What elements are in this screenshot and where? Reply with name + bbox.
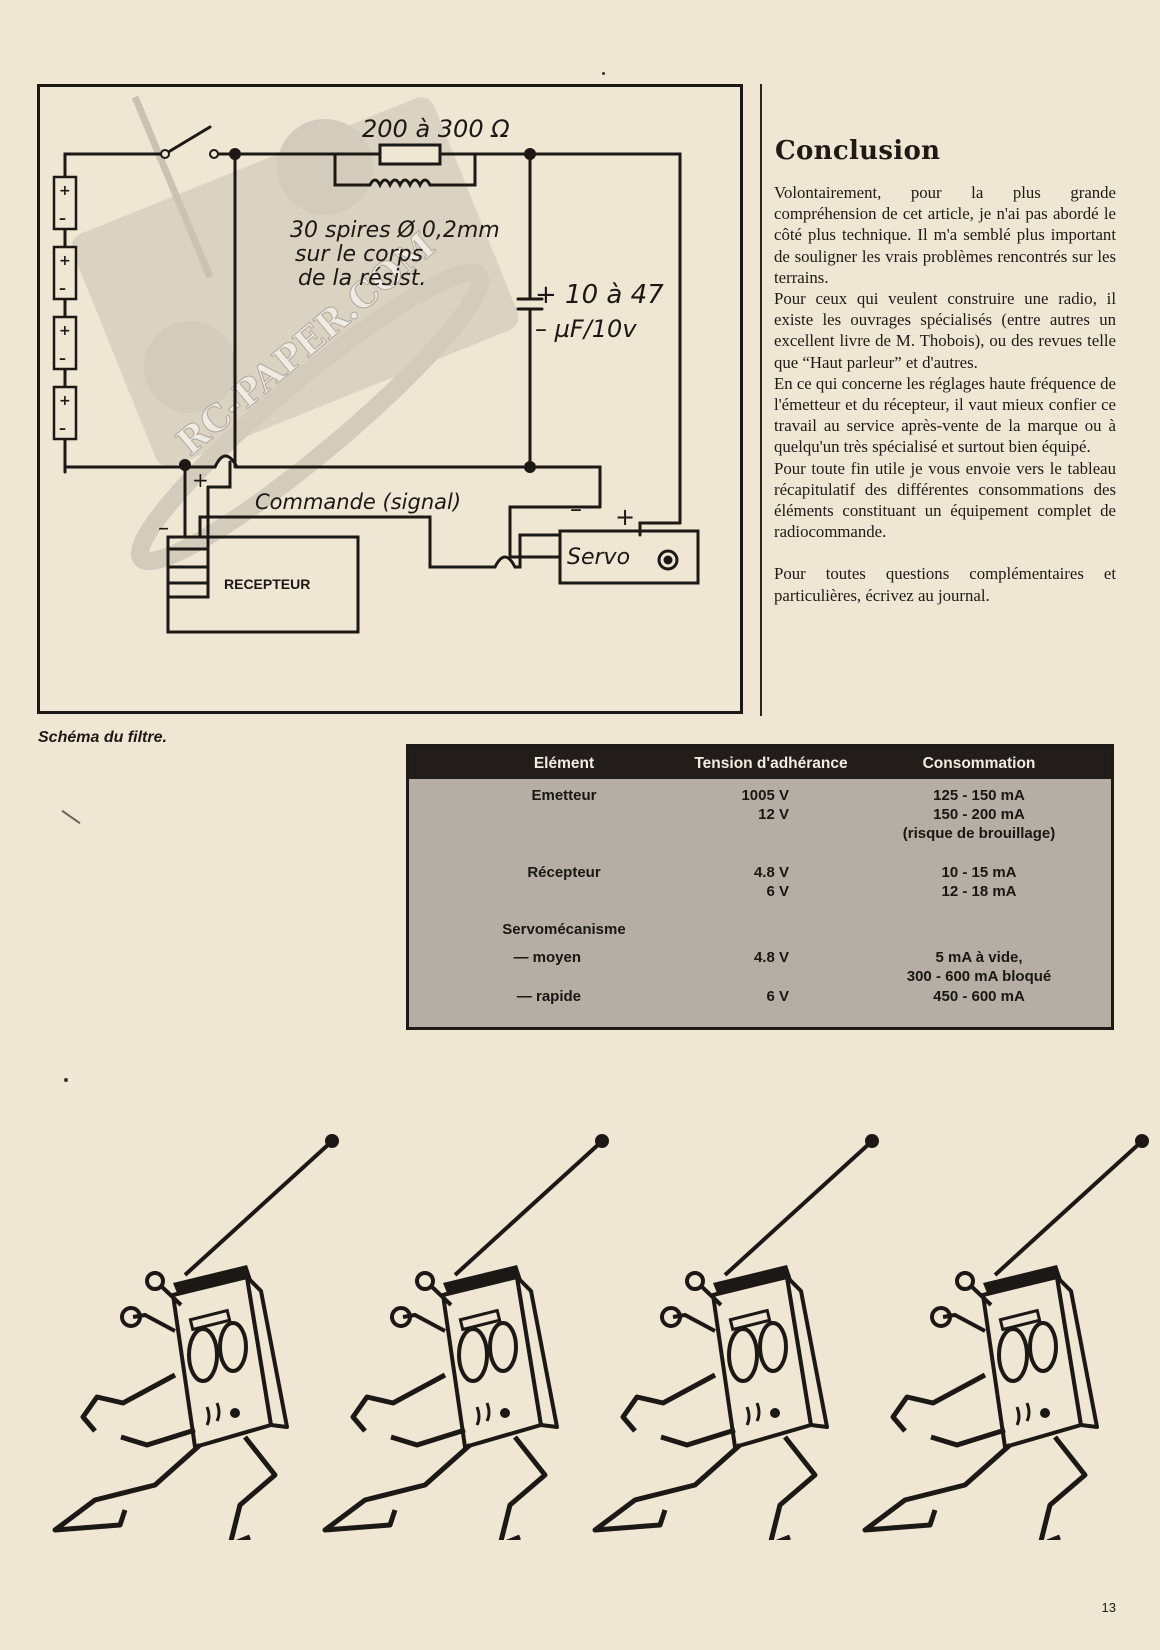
row-recepteur-conso-2: 12 - 18 mA (941, 883, 1017, 900)
conclusion-body: Volontairement, pour la plus grande comp… (774, 182, 1116, 606)
paragraph-4: Pour toute fin utile je vous envoie vers… (774, 458, 1116, 542)
battery-minus-4: – (59, 421, 66, 437)
print-scratch (61, 809, 81, 825)
coil-note-line-1: 30 spires Ø 0,2mm (290, 218, 500, 243)
receiver-plus-mark: + (192, 468, 209, 492)
row-moyen-tension: 4.8 V (753, 949, 789, 966)
conclusion-heading: Conclusion (775, 136, 941, 166)
header-tension: Tension d'adhérance (694, 755, 848, 772)
battery-plus-2: + (59, 253, 71, 269)
row-rapide-tension: 6 V (766, 988, 789, 1005)
running-transmitter-1 (55, 1134, 339, 1540)
battery-minus-2: – (59, 281, 66, 297)
watermark-transmitter-image (71, 95, 519, 571)
header-element: Elément (533, 755, 595, 772)
paragraph-2: Pour ceux qui veulent construire une rad… (774, 289, 1116, 372)
paragraph-1: Volontairement, pour la plus grande comp… (774, 183, 1116, 287)
coil-note-line-3: de la résist. (298, 266, 426, 291)
header-consommation: Consommation (922, 755, 1036, 772)
row-emetteur-conso-3: (risque de brouillage) (902, 825, 1056, 842)
print-speck (602, 72, 605, 75)
figure-caption: Schéma du filtre. (38, 729, 167, 746)
battery-plus-4: + (59, 393, 71, 409)
page-number: 13 (1101, 1600, 1116, 1615)
row-emetteur-tension-1: 1005 V (741, 787, 789, 804)
battery-pack (52, 175, 78, 441)
row-rapide-label: — rapide (516, 988, 581, 1005)
servo-minus-mark: – (570, 495, 582, 523)
print-speck (64, 1078, 68, 1082)
servo-label: Servo (567, 545, 630, 570)
row-moyen-conso-2: 300 - 600 mA bloqué (906, 968, 1052, 985)
schematic-figure: RC-PAPER.COM (37, 84, 743, 714)
cartoon-strip (0, 1120, 1160, 1540)
row-recepteur-tension-2: 6 V (766, 883, 789, 900)
capacitor-unit-label: – µF/10v (535, 315, 637, 343)
row-emetteur-conso-2: 150 - 200 mA (933, 806, 1025, 823)
row-servo-label: Servomécanisme (502, 921, 626, 938)
paragraph-3: En ce qui concerne les réglages haute fr… (774, 373, 1116, 457)
row-moyen-conso-1: 5 mA à vide, (935, 949, 1023, 966)
running-transmitter-3 (595, 1134, 879, 1540)
column-divider (760, 84, 762, 716)
battery-plus-1: + (59, 183, 71, 199)
row-emetteur-conso-1: 125 - 150 mA (933, 787, 1025, 804)
receiver-label: RECEPTEUR (224, 576, 310, 592)
servo-block (558, 529, 700, 585)
row-recepteur-label: Récepteur (527, 864, 601, 881)
receiver-minus-mark: – (158, 516, 169, 541)
closing-paragraph: Pour toutes questions complémentaires et… (774, 564, 1116, 605)
running-transmitter-4 (865, 1134, 1149, 1540)
signal-label: Commande (signal) (255, 490, 461, 514)
battery-minus-3: – (59, 351, 66, 367)
capacitor-value-label: + 10 à 47 (535, 280, 664, 310)
row-recepteur-tension-1: 4.8 V (753, 864, 789, 881)
filter-circuit-diagram: RC-PAPER.COM (52, 95, 700, 634)
row-emetteur-label: Emetteur (531, 787, 597, 804)
coil-note-line-2: sur le corps (295, 242, 423, 267)
row-recepteur-conso-1: 10 - 15 mA (941, 864, 1017, 881)
servo-plus-mark: + (615, 503, 635, 531)
battery-plus-3: + (59, 323, 71, 339)
consumption-table: Elément Tension d'adhérance Consommation… (406, 744, 1114, 1030)
row-emetteur-tension-2: 12 V (758, 806, 789, 823)
row-moyen-label: — moyen (513, 949, 581, 966)
receiver-block (166, 535, 360, 634)
table-header: Elément Tension d'adhérance Consommation (409, 747, 1111, 779)
running-transmitter-2 (325, 1134, 609, 1540)
row-rapide-conso: 450 - 600 mA (933, 988, 1025, 1005)
battery-minus-1: – (59, 211, 66, 227)
resistor-label: 200 à 300 Ω (362, 115, 510, 143)
